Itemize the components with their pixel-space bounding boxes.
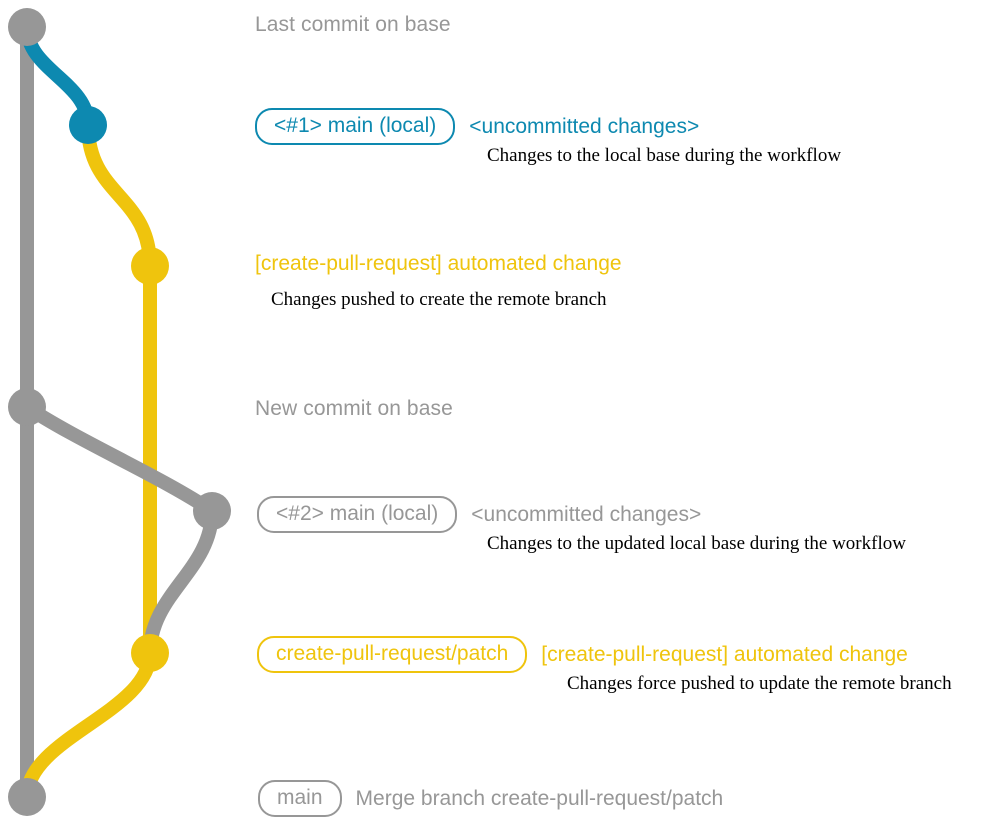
branch-pill-create-pull-request-patch[interactable]: create-pull-request/patch bbox=[257, 636, 528, 673]
edge-local-2-to-remote-2 bbox=[143, 504, 219, 660]
description-automated-change-1: Changes pushed to create the remote bran… bbox=[271, 289, 607, 310]
node-automated-change-2[interactable] bbox=[131, 634, 169, 672]
commit-message-automated-change-2: [create-pull-request] automated change bbox=[541, 642, 908, 666]
description-local-uncommitted-2: Changes to the updated local base during… bbox=[487, 533, 906, 554]
node-new-commit-on-base[interactable] bbox=[8, 388, 46, 426]
commit-node-group bbox=[8, 8, 231, 816]
node-local-uncommitted-2[interactable] bbox=[193, 492, 231, 530]
edge-remote-to-merge bbox=[20, 646, 157, 804]
tagline-merge-commit: main Merge branch create-pull-request/pa… bbox=[258, 780, 723, 817]
headline-last-commit-on-base: Last commit on base bbox=[255, 13, 451, 36]
edge-local-to-remote-1 bbox=[81, 118, 157, 273]
commit-message-automated-change-1: [create-pull-request] automated change bbox=[255, 252, 622, 275]
tagline-local-uncommitted-2: <#2> main (local) <uncommitted changes> bbox=[257, 496, 701, 533]
node-last-commit-on-base[interactable] bbox=[8, 8, 46, 46]
tagline-automated-change-2: create-pull-request/patch [create-pull-r… bbox=[257, 636, 908, 673]
edge-base-to-local-2 bbox=[20, 400, 219, 518]
node-local-uncommitted-1[interactable] bbox=[69, 106, 107, 144]
branch-pill-main-local-2[interactable]: <#2> main (local) bbox=[257, 496, 458, 533]
description-automated-change-2: Changes force pushed to update the remot… bbox=[567, 673, 952, 694]
branch-pill-main-local-1[interactable]: <#1> main (local) bbox=[255, 108, 456, 145]
commit-message-local-uncommitted-2: <uncommitted changes> bbox=[471, 502, 702, 526]
node-merge-commit[interactable] bbox=[8, 778, 46, 816]
headline-new-commit-on-base: New commit on base bbox=[255, 397, 453, 420]
commit-message-merge-commit: Merge branch create-pull-request/patch bbox=[355, 786, 724, 810]
tagline-automated-change-1: [create-pull-request] automated change bbox=[255, 252, 622, 276]
description-local-uncommitted-1: Changes to the local base during the wor… bbox=[487, 145, 842, 166]
node-automated-change-1[interactable] bbox=[131, 247, 169, 285]
branch-pill-main[interactable]: main bbox=[258, 780, 342, 817]
tagline-local-uncommitted-1: <#1> main (local) <uncommitted changes> bbox=[255, 108, 699, 145]
commit-message-local-uncommitted-1: <uncommitted changes> bbox=[469, 114, 700, 138]
